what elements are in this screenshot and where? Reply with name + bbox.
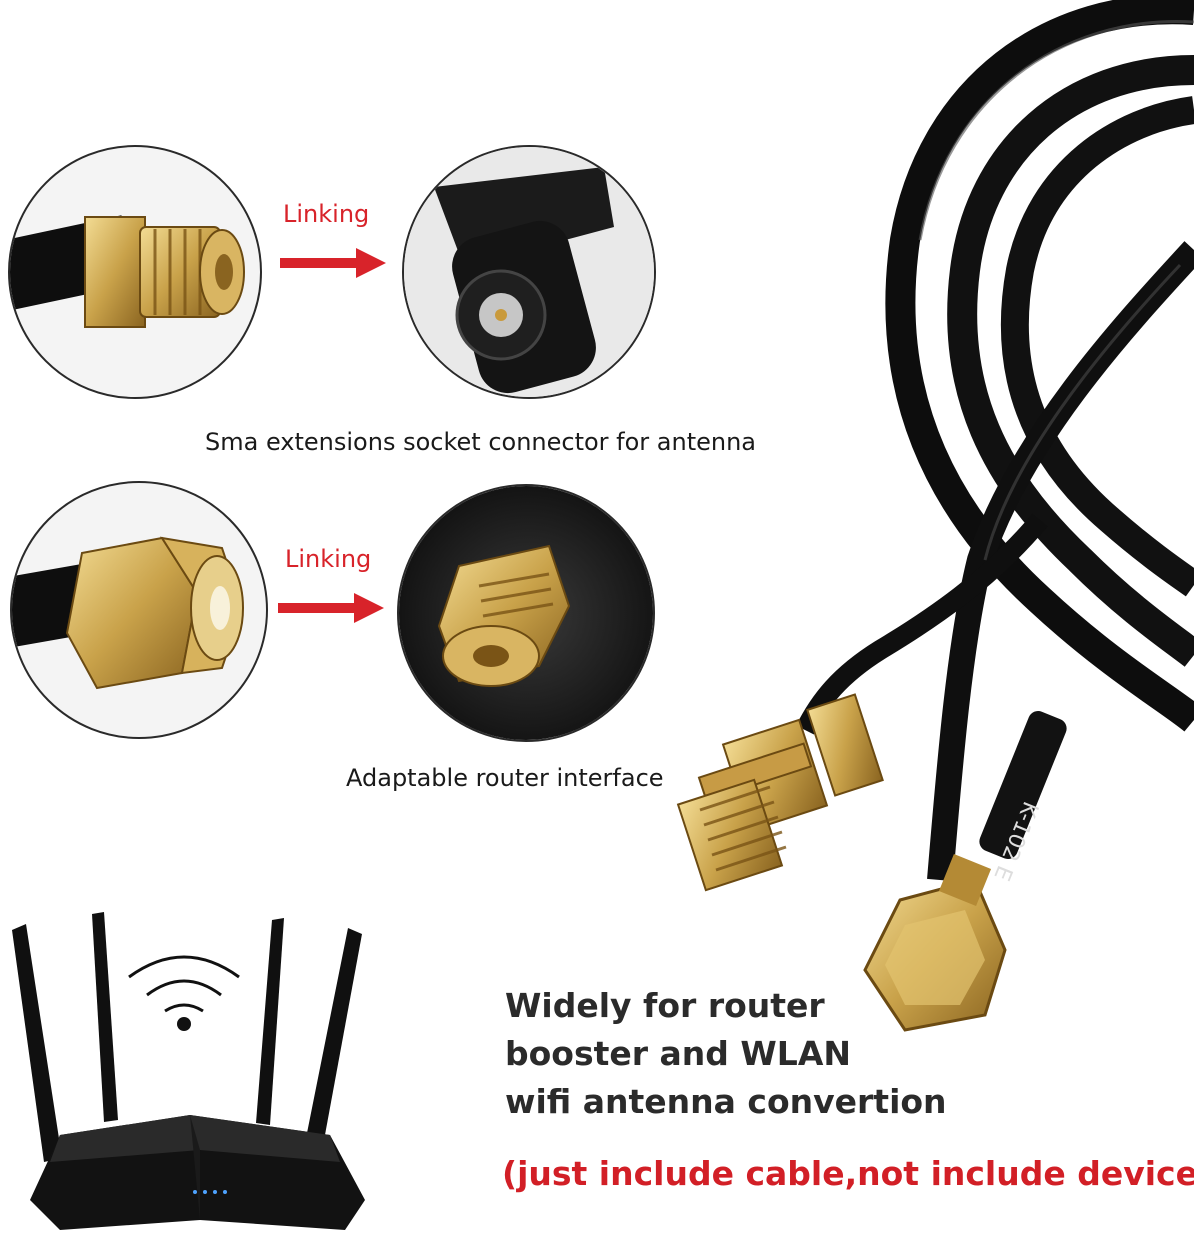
headline-line-3: wifi antenna convertion — [505, 1082, 947, 1121]
arrow-right-icon — [278, 593, 384, 623]
caption-2: Adaptable router interface — [346, 764, 664, 792]
antenna-socket-image — [402, 145, 656, 399]
link-label-1: Linking — [283, 200, 370, 228]
caption-1: Sma extensions socket connector for ante… — [205, 428, 757, 456]
sma-male-connector-image — [10, 481, 268, 739]
headline: Widely for router booster and WLAN wifi … — [505, 982, 947, 1126]
router-image — [12, 912, 365, 1230]
sma-female-connector-image — [8, 145, 262, 399]
sma-male-connector-large — [863, 853, 1007, 1032]
router-port-image — [397, 484, 655, 742]
link-label-2: Linking — [285, 545, 372, 573]
sma-female-connector-large — [676, 693, 884, 892]
exclusion-note: (just include cable,not include device) — [502, 1154, 1194, 1193]
wifi-icon — [128, 955, 240, 1031]
arrow-right-icon — [280, 248, 386, 278]
headline-line-2: booster and WLAN — [505, 1034, 851, 1073]
headline-line-1: Widely for router — [505, 986, 825, 1025]
